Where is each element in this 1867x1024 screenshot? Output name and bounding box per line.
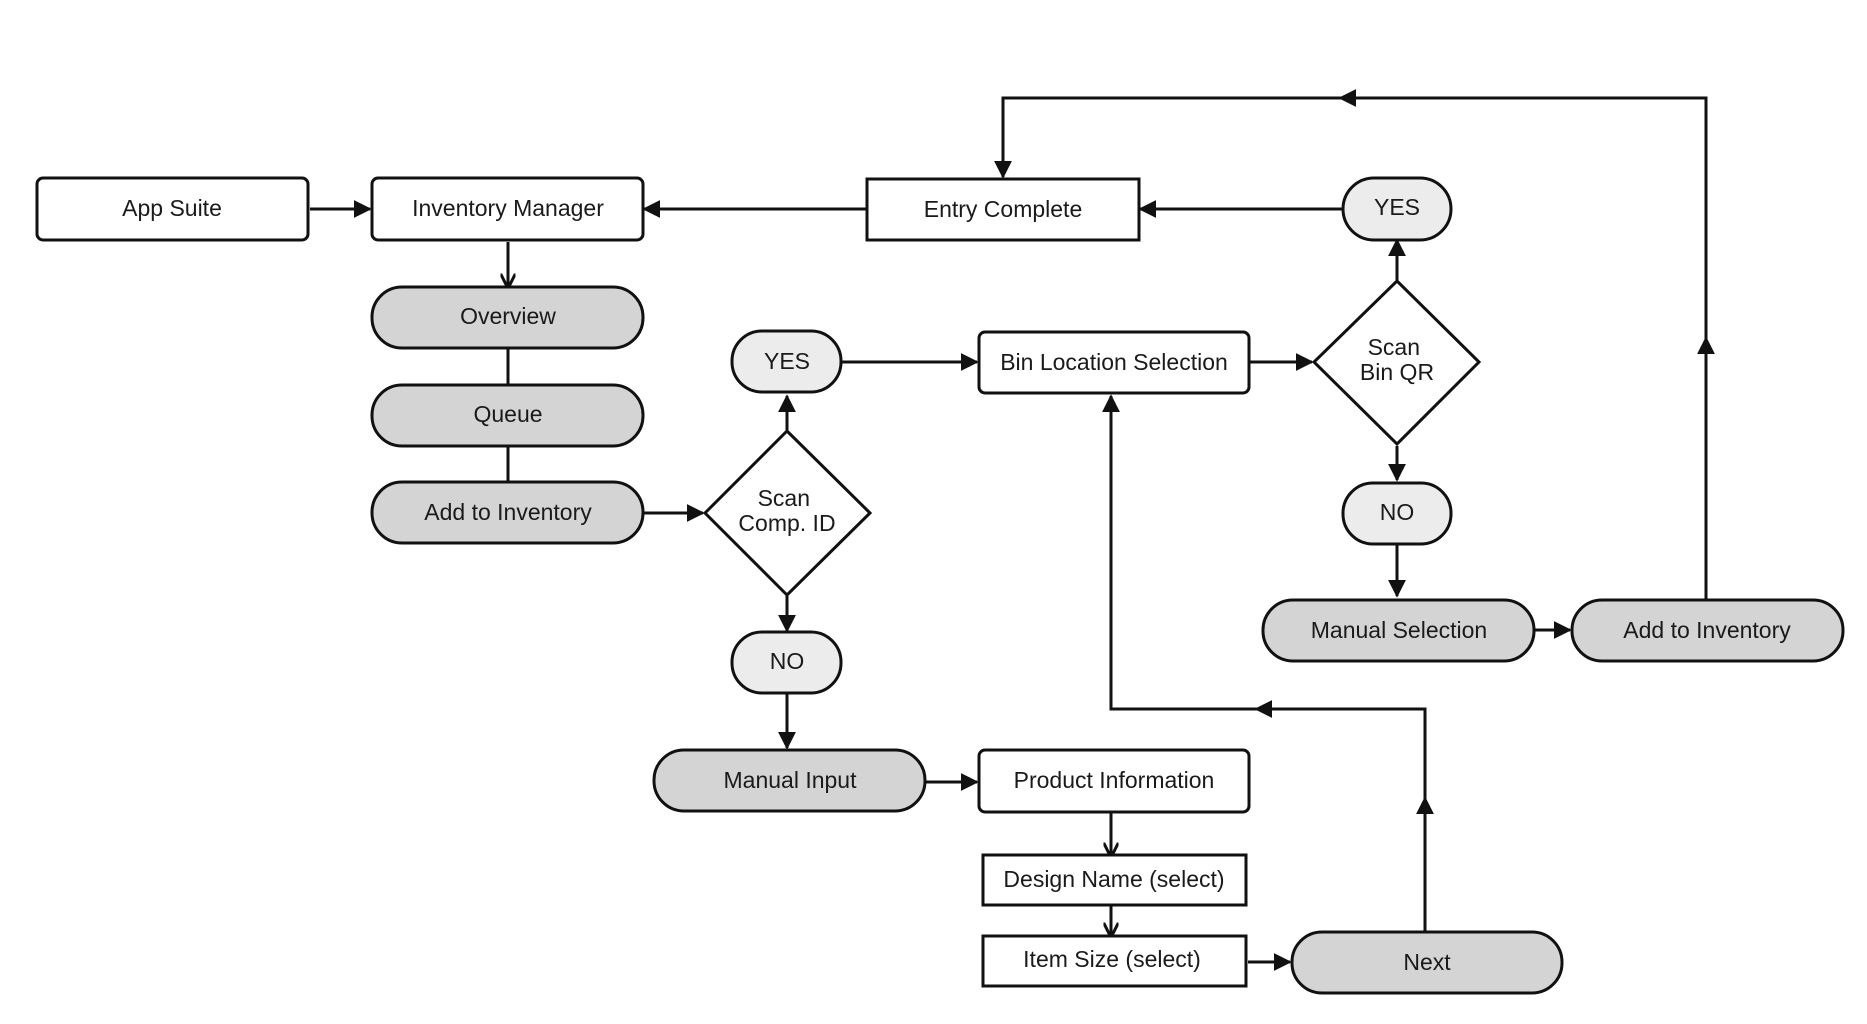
node-scan-comp-id-label: Scan Comp. ID <box>738 485 835 536</box>
node-bin-location-selection: Bin Location Selection <box>977 330 1251 395</box>
edge-next-to-bin-location-selection <box>1102 394 1427 931</box>
node-bin-location-selection-label: Bin Location Selection <box>1000 349 1228 375</box>
node-app-suite-label: App Suite <box>122 195 222 221</box>
node-scan-comp-id-line-1: Scan <box>758 485 810 511</box>
node-queue: Queue <box>370 383 645 448</box>
node-add-to-inventory-left-label: Add to Inventory <box>424 499 592 525</box>
node-yes-mid-label: YES <box>764 348 810 374</box>
node-manual-input: Manual Input <box>652 748 927 813</box>
node-manual-input-label: Manual Input <box>724 767 858 793</box>
node-overview: Overview <box>370 285 645 350</box>
node-scan-bin-qr-line-1: Scan <box>1368 334 1420 360</box>
node-scan-bin-qr: Scan Bin QR <box>1311 278 1482 447</box>
node-yes-mid: YES <box>730 329 843 394</box>
node-inventory-manager: Inventory Manager <box>370 176 645 242</box>
node-yes-top-label: YES <box>1374 194 1420 220</box>
node-scan-comp-id-line-2: Comp. ID <box>738 510 835 536</box>
node-entry-complete-label: Entry Complete <box>924 196 1083 222</box>
edges <box>310 89 1715 971</box>
node-product-information-label: Product Information <box>1014 767 1215 793</box>
node-manual-selection: Manual Selection <box>1261 598 1536 663</box>
node-add-to-inventory-right: Add to Inventory <box>1570 598 1845 663</box>
node-inventory-manager-label: Inventory Manager <box>412 195 604 221</box>
node-no-mid-label: NO <box>770 648 805 674</box>
node-next-label: Next <box>1403 949 1451 975</box>
node-no-mid: NO <box>730 630 843 695</box>
node-next: Next <box>1290 930 1564 995</box>
node-product-information: Product Information <box>977 748 1251 814</box>
node-overview-label: Overview <box>460 303 556 329</box>
node-item-size-label: Item Size (select) <box>1023 946 1201 972</box>
node-design-name: Design Name (select) <box>981 853 1248 907</box>
node-item-size: Item Size (select) <box>981 934 1248 988</box>
node-queue-label: Queue <box>473 401 542 427</box>
node-add-to-inventory-right-label: Add to Inventory <box>1623 617 1791 643</box>
node-add-to-inventory-left: Add to Inventory <box>370 480 645 545</box>
node-scan-comp-id: Scan Comp. ID <box>702 428 873 598</box>
node-manual-selection-label: Manual Selection <box>1311 617 1487 643</box>
node-scan-bin-qr-label: Scan Bin QR <box>1360 334 1434 385</box>
node-design-name-label: Design Name (select) <box>1003 866 1224 892</box>
node-app-suite: App Suite <box>35 176 310 242</box>
node-no-right-label: NO <box>1380 499 1415 525</box>
node-yes-top: YES <box>1341 176 1453 242</box>
node-scan-bin-qr-line-2: Bin QR <box>1360 359 1434 385</box>
node-no-right: NO <box>1341 481 1453 546</box>
node-entry-complete: Entry Complete <box>865 177 1141 242</box>
